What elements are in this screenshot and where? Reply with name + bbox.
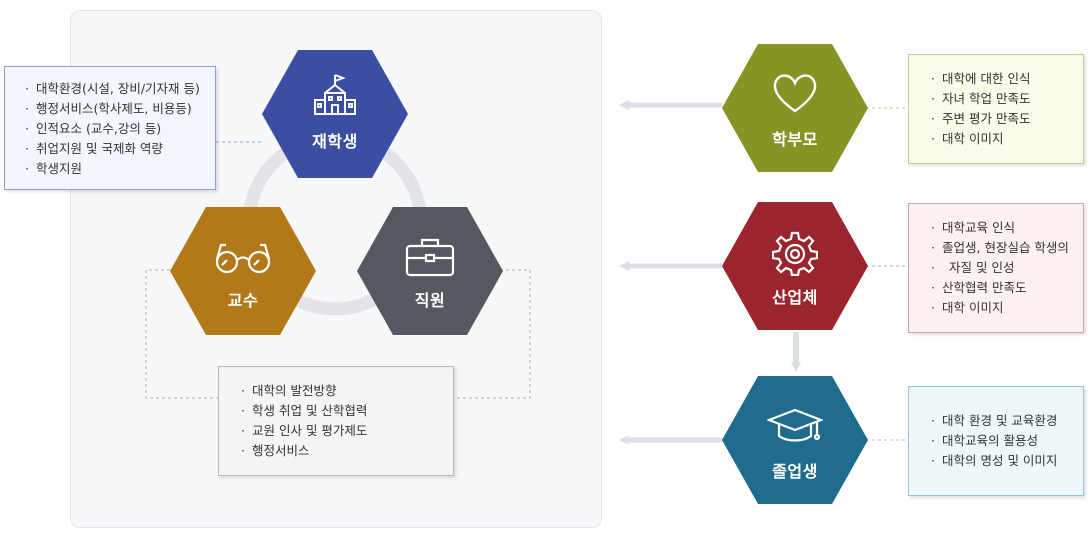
parents-info-item: 자녀 학업 만족도	[931, 89, 1083, 109]
industry-info-item: 졸업생, 현장실습 학생의	[931, 238, 1083, 258]
hex-professor-shape	[170, 207, 316, 335]
staff-dashed-connector	[454, 269, 531, 399]
hex-graduates-label: 졸업생	[772, 462, 818, 481]
student-info-item: 인적요소 (교수,강의 등)	[25, 119, 215, 139]
parents-info-item: 대학 이미지	[931, 129, 1083, 149]
professor-dashed-connector	[145, 269, 218, 399]
graduates-info-item: 대학 환경 및 교육환경	[931, 411, 1083, 431]
gear-icon	[771, 230, 819, 280]
glasses-icon	[211, 241, 275, 279]
hex-professor-label: 교수	[227, 291, 259, 310]
faculty-staff-info-item: 대학의 발전방향	[241, 381, 453, 401]
hex-industry-shape	[722, 202, 868, 330]
student-info-item: 취업지원 및 국제화 역량	[25, 139, 215, 159]
school-building-icon	[312, 74, 358, 120]
hex-staff-fill	[357, 207, 503, 335]
heart-icon	[771, 72, 819, 118]
hex-industry[interactable]: 산업체	[722, 202, 868, 330]
graduates-info-item: 대학의 명성 및 이미지	[931, 451, 1083, 471]
graduates-info-item: 대학교육의 활용성	[931, 431, 1083, 451]
student-info-box: 대학환경(시설, 장비/기자재 등) 행정서비스(학사제도, 비용등) 인적요소…	[4, 66, 216, 190]
hex-industry-fill	[722, 202, 868, 330]
industry-info-item: 대학 이미지	[931, 298, 1083, 318]
parents-info-item: 대학에 대한 인식	[931, 69, 1083, 89]
hex-staff[interactable]: 직원	[357, 207, 503, 335]
student-info-item: 행정서비스(학사제도, 비용등)	[25, 99, 215, 119]
hex-industry-label: 산업체	[772, 288, 818, 307]
hex-staff-shape	[357, 207, 503, 335]
student-info-item: 대학환경(시설, 장비/기자재 등)	[25, 79, 215, 99]
faculty-staff-info-item: 학생 취업 및 산학협력	[241, 401, 453, 421]
industry-info-item: 대학교육 인식	[931, 218, 1083, 238]
faculty-staff-info-box: 대학의 발전방향 학생 취업 및 산학협력 교원 인사 및 평가제도 행정서비스	[218, 366, 454, 476]
hex-student[interactable]: 재학생	[262, 50, 408, 178]
hex-parents[interactable]: 학부모	[722, 44, 868, 172]
hex-student-label: 재학생	[312, 132, 358, 151]
hex-staff-label: 직원	[414, 291, 446, 310]
graduation-cap-icon	[765, 408, 825, 450]
faculty-staff-info-item: 행정서비스	[241, 441, 453, 461]
graduates-info-box: 대학 환경 및 교육환경 대학교육의 활용성 대학의 명성 및 이미지	[908, 386, 1084, 496]
hex-parents-shape	[722, 44, 868, 172]
industry-info-item: 자질 및 인성	[931, 258, 1083, 278]
industry-info-item: 산학협력 만족도	[931, 278, 1083, 298]
hex-professor[interactable]: 교수	[170, 207, 316, 335]
briefcase-icon	[404, 237, 456, 281]
student-info-item: 학생지원	[25, 159, 215, 179]
faculty-staff-info-item: 교원 인사 및 평가제도	[241, 421, 453, 441]
hex-parents-fill	[722, 44, 868, 172]
parents-info-box: 대학에 대한 인식 자녀 학업 만족도 주변 평가 만족도 대학 이미지	[908, 54, 1084, 164]
industry-info-box: 대학교육 인식 졸업생, 현장실습 학생의 자질 및 인성 산학협력 만족도 대…	[908, 203, 1084, 333]
hex-graduates[interactable]: 졸업생	[722, 376, 868, 504]
parents-info-item: 주변 평가 만족도	[931, 109, 1083, 129]
hex-parents-label: 학부모	[772, 130, 818, 149]
hex-professor-fill	[170, 207, 316, 335]
